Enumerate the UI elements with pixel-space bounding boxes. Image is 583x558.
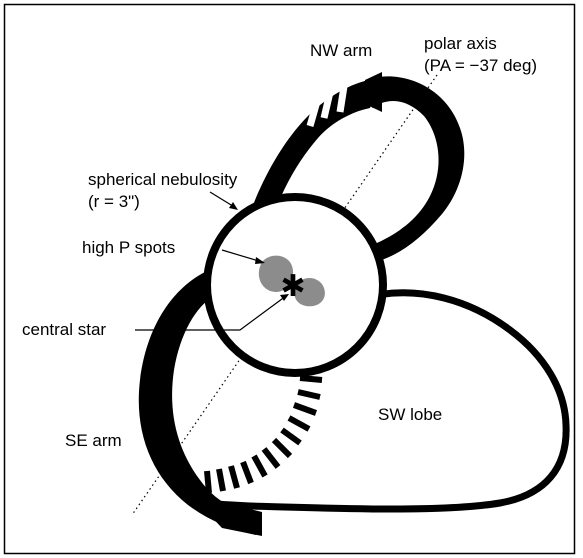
label-polar-axis-pa: (PA = −37 deg) <box>424 56 537 75</box>
sw-striped-band <box>207 378 322 493</box>
label-high-p-spots: high P spots <box>82 238 175 257</box>
label-central-star: central star <box>22 320 106 339</box>
label-spherical-nebulosity-radius: (r = 3") <box>88 192 140 211</box>
nw-arm-outer-band <box>370 76 464 262</box>
label-spherical-nebulosity: spherical nebulosity <box>88 170 238 189</box>
label-polar-axis: polar axis <box>424 34 497 53</box>
label-sw-lobe: SW lobe <box>378 405 442 424</box>
label-se-arm: SE arm <box>65 431 122 450</box>
se-arm-tip <box>190 494 262 536</box>
spherical-nebulosity-arrowhead <box>229 202 238 210</box>
label-nw-arm: NW arm <box>310 41 372 60</box>
